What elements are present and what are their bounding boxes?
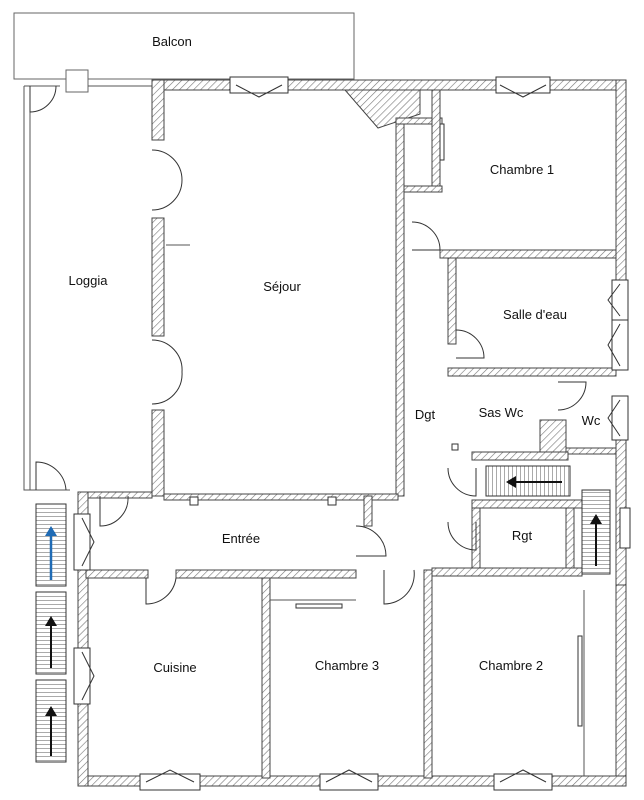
closets: [166, 123, 585, 776]
stairs: [35, 465, 611, 763]
label-balcon: Balcon: [152, 34, 192, 49]
doors: [29, 85, 587, 605]
label-wc: Wc: [582, 413, 601, 428]
label-chambre-1: Chambre 1: [490, 162, 554, 177]
balcony: [13, 12, 355, 80]
label-chambre-2: Chambre 2: [479, 658, 543, 673]
label-sejour: Séjour: [263, 279, 301, 294]
loggia-outline: [23, 69, 152, 491]
label-loggia: Loggia: [68, 273, 108, 288]
label-sas-wc: Sas Wc: [479, 405, 524, 420]
label-chambre-3: Chambre 3: [315, 658, 379, 673]
windows: [73, 76, 631, 791]
label-dgt: Dgt: [415, 407, 436, 422]
label-entree: Entrée: [222, 531, 260, 546]
label-salle-deau: Salle d'eau: [503, 307, 567, 322]
room-labels: Balcon Loggia Séjour Chambre 1 Salle d'e…: [68, 34, 600, 675]
label-rgt: Rgt: [512, 528, 533, 543]
label-cuisine: Cuisine: [153, 660, 196, 675]
